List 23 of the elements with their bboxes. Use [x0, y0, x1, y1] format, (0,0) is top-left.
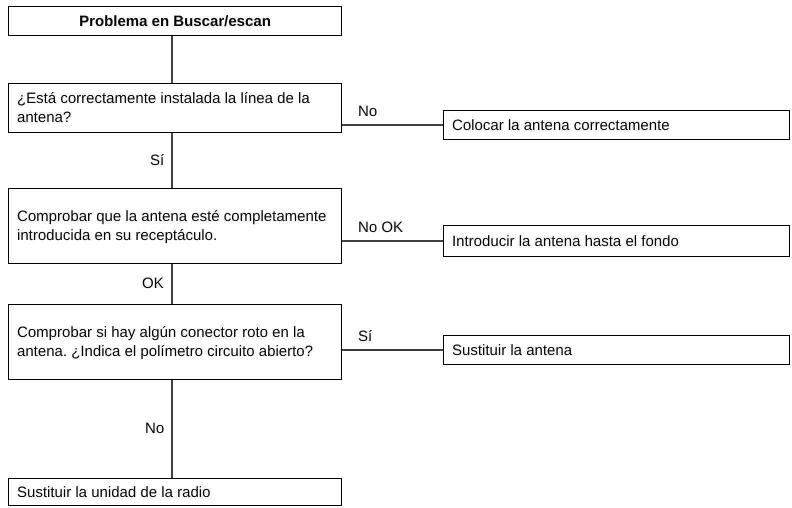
- connector-line: [171, 133, 173, 188]
- node-text: Comprobar si hay algún conector roto en la antena. ¿Indica el polímetro circuito abierto?: [17, 323, 314, 361]
- node-text: Sustituir la unidad de la radio: [17, 482, 210, 502]
- process-box: [443, 225, 790, 257]
- node-text: ¿Está correctamente instalada la línea de la antena?: [17, 89, 311, 127]
- process-box: [8, 83, 342, 133]
- connector-line: [171, 380, 173, 478]
- connector-line: [171, 36, 173, 83]
- connector-line: [171, 264, 173, 304]
- node-text: Sustituir la antena: [452, 340, 572, 360]
- process-box: [8, 478, 342, 506]
- node-text: Introducir la antena hasta el fondo: [452, 232, 679, 250]
- process-box: [443, 110, 790, 140]
- node-text: Comprobar que la antena esté completamente introducida en su receptáculo.: [17, 207, 328, 245]
- node-text: Problema en Buscar/escan: [79, 12, 271, 30]
- node-text: Colocar la antena correctamente: [452, 116, 670, 134]
- connector-line: [342, 240, 443, 242]
- process-box: [8, 188, 342, 264]
- connector-line: [342, 349, 443, 351]
- process-box: [443, 335, 790, 365]
- connector-line: [342, 124, 443, 126]
- process-box: [8, 304, 342, 380]
- start-box: [8, 6, 342, 36]
